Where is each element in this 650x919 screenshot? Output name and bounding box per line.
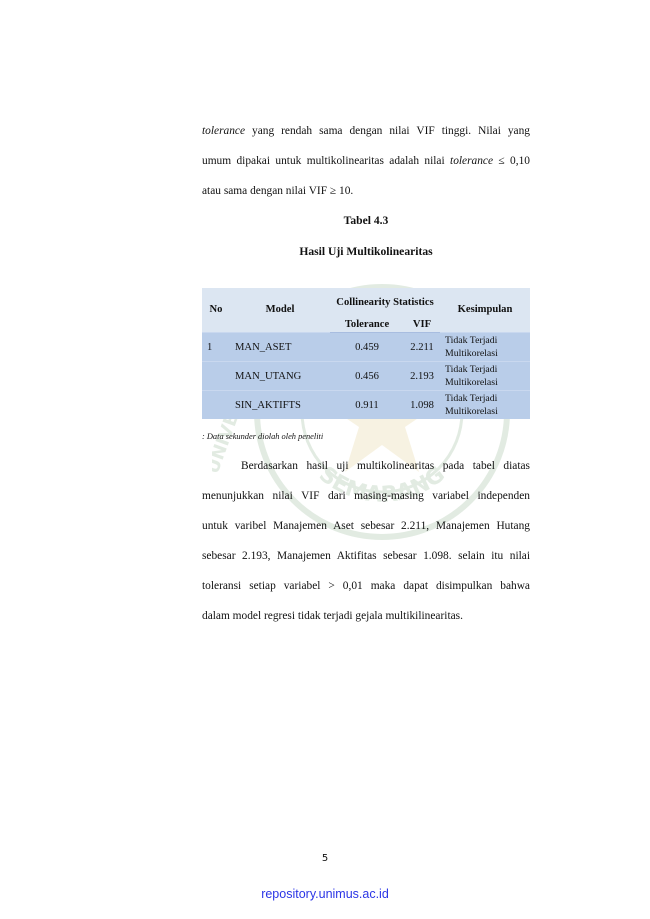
multicollinearity-table: No Model Collinearity Statistics Kesimpu… [202,288,530,419]
table-number: Tabel 4.3 [343,214,389,227]
header-kesimpulan: Kesimpulan [440,288,530,333]
text-segment: umum dipakai untuk multikolinearitas ada… [202,155,451,167]
table-row: SIN_AKTIFTS 0.911 1.098 Tidak Terjadi Mu… [202,390,530,419]
table-source-note: : Data sekunder diolah oleh peneliti [202,432,324,441]
cell-vif: 2.193 [404,361,440,391]
page-number: 5 [321,853,329,864]
header-vif: VIF [404,319,440,333]
table-title: Hasil Uji Multikolinearitas [299,245,433,258]
cell-kesimpulan: Tidak Terjadi Multikorelasi [440,390,530,419]
header-model: Model [230,288,330,333]
cell-vif: 2.211 [404,332,440,362]
cell-model: MAN_ASET [230,332,330,362]
paragraph-line: sebesar 2.193, Manajemen Aktifitas sebes… [202,550,530,562]
cell-kesimpulan: Tidak Terjadi Multikorelasi [440,332,530,362]
paragraph-line: menunjukkan nilai VIF dari masing-masing… [202,490,530,502]
cell-no [202,361,230,391]
cell-tolerance: 0.456 [330,361,404,391]
cell-no: 1 [202,332,230,362]
paragraph-line: untuk varibel Manajemen Aset sebesar 2.2… [202,520,530,532]
italic-term: tolerance [202,125,246,137]
cell-vif: 1.098 [404,390,440,419]
table-header-row: No Model Collinearity Statistics Kesimpu… [202,288,530,333]
table-row: MAN_UTANG 0.456 2.193 Tidak Terjadi Mult… [202,361,530,391]
cell-kesimpulan: Tidak Terjadi Multikorelasi [440,361,530,391]
cell-tolerance: 0.911 [330,390,404,419]
header-tolerance: Tolerance [330,319,404,333]
text-segment: yang rendah sama dengan nilai VIF tinggi… [245,125,530,137]
paragraph-line: toleransi setiap variabel > 0,01 maka da… [202,580,530,592]
cell-model: MAN_UTANG [230,361,330,391]
paragraph-line: umum dipakai untuk multikolinearitas ada… [202,146,530,176]
cell-model: SIN_AKTIFTS [230,390,330,419]
table-row: 1 MAN_ASET 0.459 2.211 Tidak Terjadi Mul… [202,332,530,362]
paragraph-line: dalam model regresi tidak terjadi gejala… [202,610,463,622]
repository-link[interactable]: repository.unimus.ac.id [261,887,389,901]
header-collinearity: Collinearity Statistics [330,288,440,319]
paragraph-line: Berdasarkan hasil uji multikolinearitas … [241,460,530,472]
paragraph-line: atau sama dengan nilai VIF ≥ 10. [202,185,354,197]
paragraph-line: tolerance yang rendah sama dengan nilai … [202,116,530,146]
cell-tolerance: 0.459 [330,332,404,362]
cell-no [202,390,230,419]
header-no: No [202,288,230,333]
text-segment: ≤ 0,10 [493,155,530,167]
italic-term: tolerance [450,155,494,167]
